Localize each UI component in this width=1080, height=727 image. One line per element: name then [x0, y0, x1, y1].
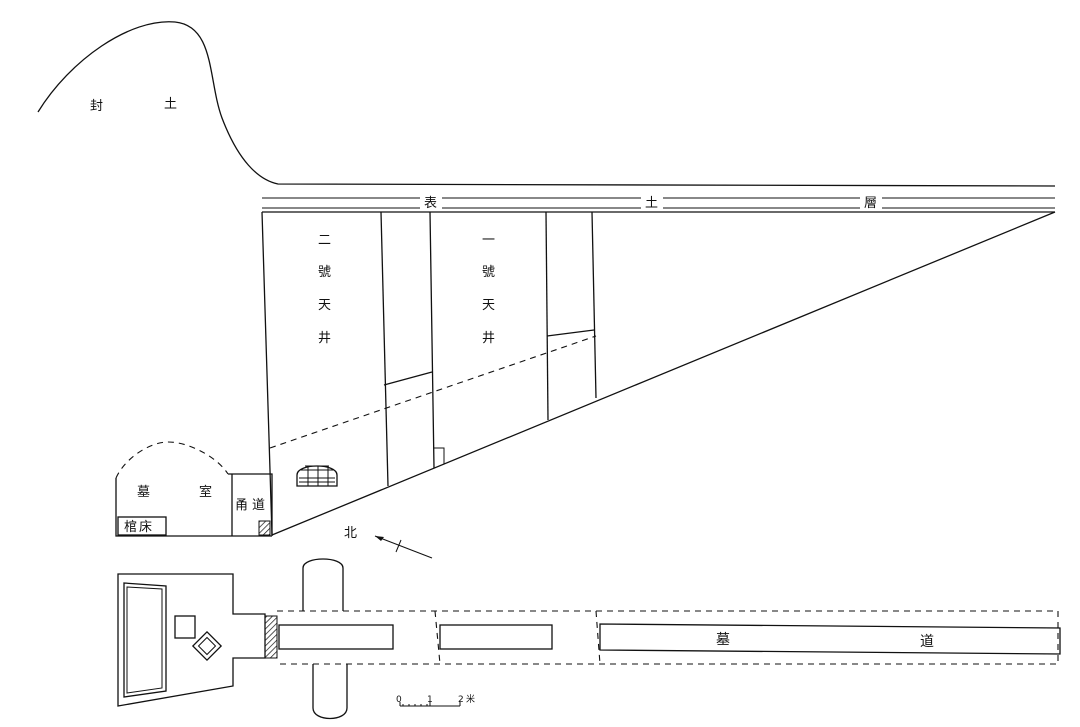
plan-side-room-upper	[302, 558, 344, 611]
plan-side-room-lower	[312, 664, 348, 720]
shaft-divider-3	[545, 211, 549, 421]
shaft1-label-1: 一	[482, 233, 495, 248]
shaft2-label-3: 天	[318, 298, 331, 313]
chamber-dome	[115, 441, 229, 479]
plan-seg-3	[599, 623, 1061, 655]
north-arrow	[374, 535, 433, 559]
scale-unit: 米	[466, 693, 475, 705]
section-slope-line	[271, 211, 1056, 536]
chamber-label-2: 室	[199, 484, 212, 500]
shaft-divider-1	[380, 211, 389, 487]
passage-label-1: 墓	[716, 632, 730, 648]
plan-coffin-bed	[123, 582, 167, 698]
scale-tick-0: 0	[396, 695, 402, 705]
topsoil-label-2: 土	[645, 196, 658, 211]
coffin-bed-box	[117, 516, 167, 536]
topsoil-label-3: 層	[864, 196, 877, 211]
mound-label-2: 土	[164, 97, 177, 112]
chamber-label-1: 墓	[137, 485, 150, 500]
plan-coffin-bed-inner	[126, 586, 163, 694]
shaft1-label-2: 號	[482, 265, 495, 280]
shaft2-label-4: 井	[318, 331, 331, 346]
shaft2-label-2: 號	[318, 265, 331, 280]
plan-small-square	[174, 615, 196, 639]
corridor-label-2: 道	[252, 498, 265, 513]
chamber-walls	[115, 473, 273, 537]
plan-gap-dash-1b	[595, 610, 601, 665]
shaft1-label-4: 井	[482, 331, 495, 346]
passage-label-2: 道	[920, 634, 934, 650]
scale-tick-1: 1	[427, 695, 433, 705]
plan-diamond-inner	[197, 636, 217, 656]
corridor-hatched-block	[258, 520, 271, 536]
section-left-wall	[261, 211, 273, 536]
north-label: 北	[344, 526, 357, 541]
shaft-divider-4	[591, 211, 597, 399]
step-block	[434, 447, 445, 464]
plan-seg-2	[439, 624, 553, 650]
plan-diamond	[191, 630, 223, 662]
dashed-slope	[269, 335, 597, 449]
scale-tick-2: 2	[458, 695, 464, 705]
shaft1-label-3: 天	[482, 298, 495, 313]
coffin-bed-label: 棺床	[124, 520, 154, 535]
mound-outline	[37, 21, 1056, 187]
topsoil-label-1: 表	[424, 196, 437, 211]
shaft-bottom-2	[383, 371, 433, 386]
mound-label-1: 封	[90, 99, 103, 114]
shaft-divider-2	[429, 211, 435, 469]
plan-gap-dash-1a	[434, 610, 441, 665]
plan-chamber-outline	[117, 573, 266, 707]
shaft-bottom-1	[546, 329, 595, 337]
scale-bar: 0 1 2 米	[396, 693, 475, 707]
plan-corridor-hatched	[264, 615, 278, 659]
brick-arch	[296, 465, 338, 487]
plan-seg-1	[278, 624, 394, 650]
corridor-label-1: 甬	[235, 498, 248, 513]
plan-passage-dashed	[277, 610, 1059, 665]
shaft2-label-1: 二	[318, 233, 331, 248]
